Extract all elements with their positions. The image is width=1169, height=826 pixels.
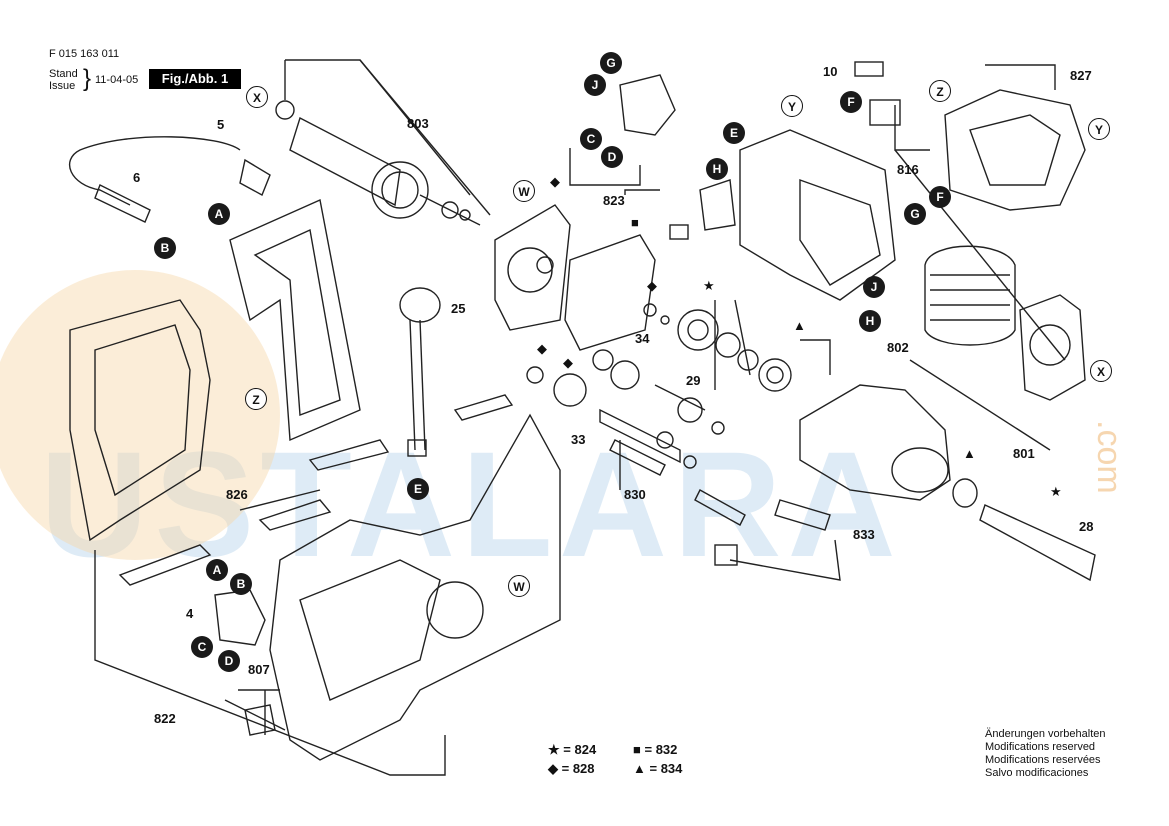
callout-e: E: [723, 122, 745, 144]
watermark-circle: [0, 270, 280, 560]
disclaimer-es: Salvo modificaciones: [985, 767, 1089, 779]
part-label-33: 33: [571, 432, 586, 447]
legend-item-832: ■ = 832: [633, 742, 677, 757]
armature: [289, 116, 401, 207]
callout-h: H: [706, 158, 728, 180]
callout-f-2: F: [929, 186, 951, 208]
part-label-826: 826: [226, 487, 248, 502]
callout-d: D: [601, 146, 623, 168]
diamond-icon: ◆: [548, 761, 558, 776]
legend-item-834: ▲ = 834: [633, 761, 682, 776]
callout-x-2: X: [1090, 360, 1112, 382]
callout-w-2: W: [508, 575, 530, 597]
part-label-28: 28: [1079, 519, 1094, 534]
gear-flange: [494, 204, 571, 331]
disclaimer-de: Änderungen vorbehalten: [985, 728, 1106, 740]
part-label-823: 823: [603, 193, 625, 208]
part-label-802: 802: [887, 340, 909, 355]
part-label-803: 803: [407, 116, 429, 131]
power-cable: [68, 136, 241, 206]
triangle-icon: ▲: [633, 761, 646, 776]
legend-item-828: ◆ = 828: [548, 761, 595, 777]
callout-f: F: [840, 91, 862, 113]
watermark-text: USTALARA: [40, 420, 902, 588]
callout-e-2: E: [407, 478, 429, 500]
part-label-827: 827: [1070, 68, 1092, 83]
callout-a: A: [208, 203, 230, 225]
legend-item-824: ★ = 824: [548, 742, 596, 758]
star-icon: ★: [548, 742, 560, 757]
square-icon: ■: [633, 742, 641, 757]
disclaimer-en: Modifications reserved: [985, 741, 1096, 753]
part-label-5: 5: [217, 117, 225, 132]
callout-z: Z: [929, 80, 951, 102]
part-label-10: 10: [823, 64, 838, 79]
part-label-34: 34: [635, 331, 650, 346]
legend-label: = 824: [563, 742, 597, 757]
part-label-822: 822: [154, 711, 176, 726]
part-label-833: 833: [853, 527, 875, 542]
callout-j-2: J: [863, 276, 885, 298]
callout-b: B: [154, 237, 176, 259]
callout-g-2: G: [904, 203, 926, 225]
star-marker: ★: [703, 278, 715, 293]
triangle-marker: ▲: [963, 446, 976, 461]
diamond-marker: ◆: [563, 355, 573, 370]
callout-c-2: C: [191, 636, 213, 658]
callout-z-2: Z: [245, 388, 267, 410]
part-label-29: 29: [686, 373, 701, 388]
part-label-801: 801: [1013, 446, 1035, 461]
callout-g: G: [600, 52, 622, 74]
part-label-830: 830: [624, 487, 646, 502]
callout-b-2: B: [230, 573, 252, 595]
star-marker: ★: [1050, 484, 1062, 499]
callout-x: X: [246, 86, 268, 108]
legend-label: = 832: [644, 742, 678, 757]
callout-a-2: A: [206, 559, 228, 581]
legend-label: = 828: [561, 761, 595, 776]
callout-y-2: Y: [1088, 118, 1110, 140]
rear-cover: [944, 89, 1086, 211]
part-number: F 015 163 011: [49, 48, 120, 60]
stand-label: Stand: [49, 68, 78, 80]
disclaimer-fr: Modifications reservées: [985, 754, 1101, 766]
callout-c: C: [580, 128, 602, 150]
field-coil: [924, 245, 1016, 346]
part-label-807: 807: [248, 662, 270, 677]
diamond-marker: ◆: [647, 278, 657, 293]
housing-half-right: [269, 413, 561, 761]
callout-d-2: D: [218, 650, 240, 672]
triangle-marker: ▲: [793, 318, 806, 333]
part-label-6: 6: [133, 170, 141, 185]
callout-y: Y: [781, 95, 803, 117]
part-label-816: 816: [897, 162, 919, 177]
watermark: USTALARA: [40, 418, 902, 591]
part-label-25: 25: [451, 301, 466, 316]
diamond-marker: ◆: [550, 174, 560, 189]
callout-w: W: [513, 180, 535, 202]
handle-frame: [229, 199, 361, 442]
part-label-4: 4: [186, 606, 194, 621]
square-marker: ■: [631, 215, 639, 230]
callout-j: J: [584, 74, 606, 96]
issue-label: Issue: [49, 80, 76, 92]
spindle: [979, 504, 1096, 582]
gear-head: [799, 384, 951, 501]
callout-h-2: H: [859, 310, 881, 332]
legend-label: = 834: [649, 761, 683, 776]
issue-date: 11-04-05: [95, 74, 139, 86]
figure-label: Fig./Abb. 1: [149, 69, 241, 89]
housing-half-left: [69, 299, 211, 542]
brace: }: [83, 65, 92, 92]
diamond-marker: ◆: [537, 341, 547, 356]
